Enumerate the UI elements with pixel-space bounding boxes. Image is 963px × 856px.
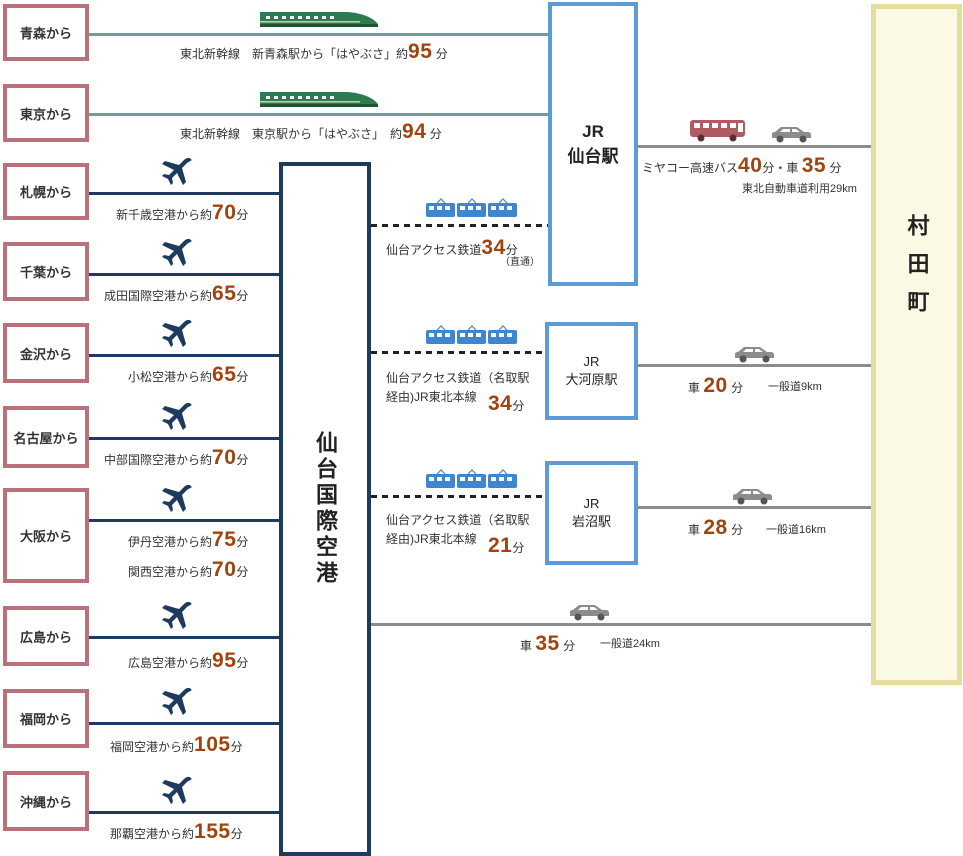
- route-tokyo: 東北新幹線 東京駅から「はやぶさ」 約94 分: [180, 120, 442, 143]
- flight-line-fukuoka: [89, 722, 279, 725]
- route-kanazawa: 小松空港から約65分: [128, 363, 249, 386]
- rail-label-sendai: 仙台アクセス鉄道34分: [386, 236, 518, 259]
- airplane-icon: [162, 687, 192, 715]
- route-osaka-itami: 伊丹空港から約75分: [128, 528, 249, 551]
- origin-nagoya: 名古屋から: [3, 406, 89, 468]
- rail-label-okawara-1: 仙台アクセス鉄道（名取駅: [386, 371, 530, 385]
- shinkansen-icon: [260, 92, 378, 107]
- route-chiba: 成田国際空港から約65分: [104, 282, 249, 305]
- flight-line-hiroshima: [89, 636, 279, 639]
- road-from-okawara: [638, 364, 871, 367]
- bus-icon: [690, 120, 745, 142]
- route-okinawa: 那覇空港から約155分: [110, 820, 243, 843]
- rail-minutes-okawara: 34分: [488, 392, 525, 415]
- airplane-icon: [162, 319, 192, 347]
- origin-tokyo: 東京から: [3, 84, 89, 142]
- destination-murata: 村田町: [871, 4, 962, 685]
- rail-line-iwanuma: [371, 495, 545, 498]
- rail-line-sendai: [371, 224, 548, 227]
- flight-line-sapporo: [89, 192, 279, 195]
- station-okawara-line: JR: [583, 354, 600, 369]
- airplane-icon: [162, 484, 192, 512]
- flight-line-osaka: [89, 519, 279, 522]
- station-okawara: JR 大河原駅: [545, 322, 638, 420]
- road-note-okawara: 一般道9km: [768, 381, 822, 393]
- road-label-sendai: ミヤコー高速バス40分・車 35 分: [642, 154, 842, 177]
- road-label-iwanuma: 車 28 分: [688, 516, 744, 539]
- destination-label: 村田町: [904, 214, 930, 328]
- route-osaka-kansai: 関西空港から約70分: [128, 558, 249, 581]
- route-fukuoka: 福岡空港から約105分: [110, 733, 243, 756]
- road-label-airport: 車 35 分: [520, 632, 576, 655]
- road-from-sendai: [638, 145, 871, 148]
- rail-line-okawara: [371, 351, 545, 354]
- station-sendai: JR 仙台駅: [548, 2, 638, 286]
- station-iwanuma: JR 岩沼駅: [545, 461, 638, 565]
- airplane-icon: [162, 238, 192, 266]
- origin-sapporo: 札幌から: [3, 163, 89, 220]
- airplane-icon: [162, 402, 192, 430]
- origin-hiroshima: 広島から: [3, 606, 89, 666]
- origin-kanazawa: 金沢から: [3, 323, 89, 383]
- origin-aomori: 青森から: [3, 4, 89, 61]
- rail-label-okawara-2: 経由)JR東北本線: [386, 390, 477, 404]
- route-nagoya: 中部国際空港から約70分: [104, 446, 249, 469]
- shinkansen-icon: [260, 12, 378, 27]
- flight-line-okinawa: [89, 811, 279, 814]
- rail-note-sendai: （直通）: [500, 257, 540, 268]
- station-okawara-name: 大河原駅: [565, 372, 618, 387]
- road-from-airport: [371, 623, 871, 626]
- station-sendai-name: 仙台駅: [567, 146, 619, 166]
- train-icon: [426, 325, 517, 344]
- origin-chiba: 千葉から: [3, 242, 89, 301]
- road-label-okawara: 車 20 分: [688, 374, 744, 397]
- airplane-icon: [162, 601, 192, 629]
- flight-line-nagoya: [89, 437, 279, 440]
- airplane-icon: [162, 157, 192, 185]
- car-icon: [570, 605, 609, 621]
- rail-minutes-iwanuma: 21分: [488, 534, 525, 557]
- shinkansen-line-tokyo: [89, 113, 548, 116]
- route-hiroshima: 広島空港から約95分: [128, 649, 249, 672]
- origin-okinawa: 沖縄から: [3, 771, 89, 831]
- airport-sendai: 仙台国際空港: [279, 162, 371, 856]
- station-iwanuma-line: JR: [583, 496, 600, 511]
- car-icon: [735, 347, 774, 363]
- car-icon: [733, 489, 772, 505]
- train-icon: [426, 198, 517, 217]
- rail-label-iwanuma-1: 仙台アクセス鉄道（名取駅: [386, 513, 530, 527]
- flight-line-chiba: [89, 273, 279, 276]
- route-sapporo: 新千歳空港から約70分: [116, 201, 249, 224]
- station-iwanuma-name: 岩沼駅: [571, 514, 611, 529]
- road-note-sendai: 東北自動車道利用29km: [742, 183, 857, 195]
- origin-osaka: 大阪から: [3, 488, 89, 583]
- road-note-iwanuma: 一般道16km: [766, 524, 826, 536]
- road-from-iwanuma: [638, 506, 871, 509]
- rail-label-iwanuma-2: 経由)JR東北本線: [386, 532, 477, 546]
- airplane-icon: [162, 776, 192, 804]
- origin-fukuoka: 福岡から: [3, 689, 89, 748]
- route-aomori: 東北新幹線 新青森駅から「はやぶさ」約95 分: [180, 40, 448, 63]
- car-icon: [772, 127, 811, 143]
- airport-label: 仙台国際空港: [313, 431, 338, 587]
- flight-line-kanazawa: [89, 354, 279, 357]
- shinkansen-line-aomori: [89, 33, 548, 36]
- station-sendai-line: JR: [582, 121, 604, 141]
- train-icon: [426, 469, 517, 488]
- road-note-airport: 一般道24km: [600, 638, 660, 650]
